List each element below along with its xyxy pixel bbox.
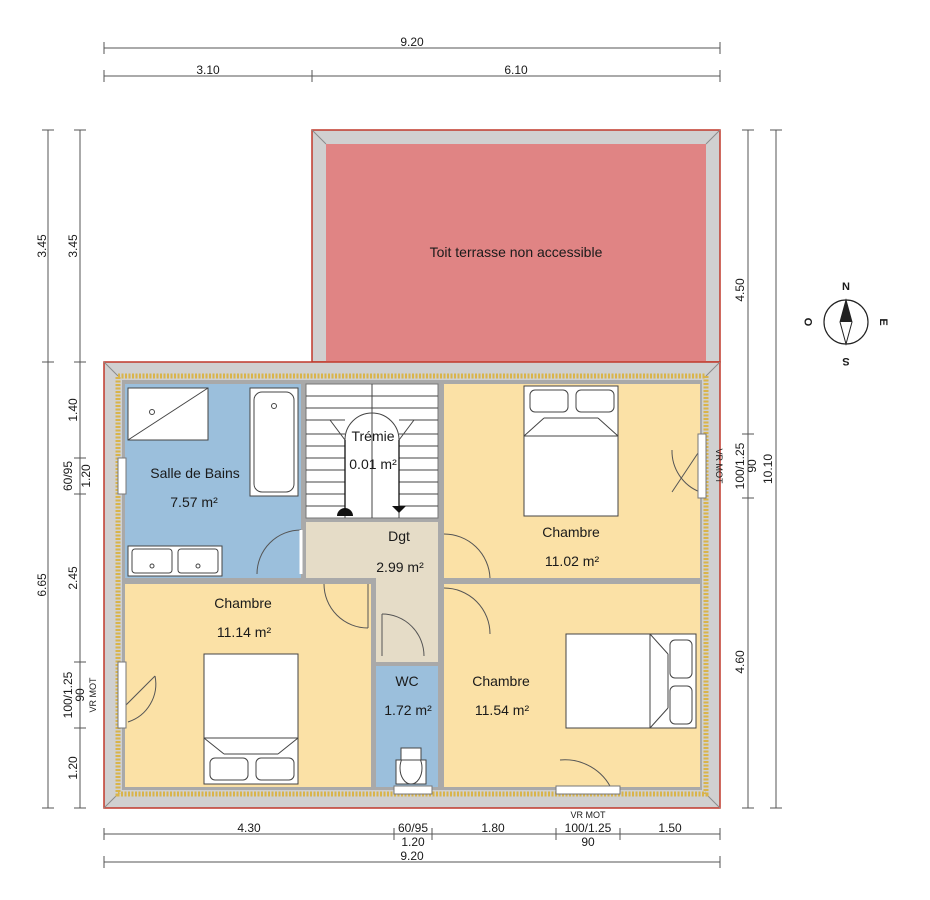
outer-wall-outline (103, 361, 721, 809)
stair-void-name: Trémie (351, 428, 394, 444)
bottom-vr-mot-label: VR MOT (571, 810, 607, 820)
staircase (305, 383, 439, 519)
wc-area: 1.72 m² (384, 702, 432, 718)
compass-west: O (803, 317, 815, 326)
dim-right-total: 10.10 (761, 454, 775, 484)
dim-right-inner-top: 4.50 (733, 278, 747, 302)
bedroom-ne-window-swing (671, 449, 701, 493)
dim-top-left: 3.10 (196, 63, 220, 77)
bathroom-area: 7.57 m² (170, 494, 218, 510)
dim-left-window-2: 100/1.25 (61, 671, 75, 718)
bedroom-se-door (443, 587, 491, 635)
bathroom-window (117, 457, 127, 495)
compass-rose-icon: N S E O (803, 281, 889, 367)
dim-bottom-window-2: 100/1.25 (565, 821, 612, 835)
bedroom-sw-window-swing (124, 675, 156, 707)
compass-south: S (842, 355, 849, 367)
dim-bottom-window-1-b: 1.20 (401, 835, 425, 849)
terrace-label: Toit terrasse non accessible (430, 244, 603, 260)
wc-window (393, 785, 433, 795)
left-dimension-lines: 3.45 6.65 3.45 1.40 60/95 1.20 2.45 100/… (35, 129, 98, 809)
dim-right-inner-bottom: 4.60 (733, 650, 747, 674)
bedroom-se-window (555, 785, 621, 795)
dim-left-inner-top: 3.45 (66, 234, 80, 258)
dim-left-window-2-b: 90 (73, 688, 87, 702)
bathroom-door (256, 529, 302, 575)
bedroom-sw-door (323, 583, 369, 629)
hallway-floor-top (306, 522, 438, 578)
compass-north: N (842, 281, 850, 293)
terrace-fill (326, 144, 706, 362)
dim-bottom-2: 1.80 (481, 821, 505, 835)
dim-bottom-3: 1.50 (658, 821, 682, 835)
double-bed-se (565, 633, 697, 729)
dim-left-window-1: 60/95 (61, 461, 75, 491)
dim-bottom-window-1: 60/95 (398, 821, 428, 835)
bedroom-se-window-swing (559, 759, 613, 791)
double-bed-sw (203, 653, 299, 785)
dim-left-outer-bottom: 6.65 (35, 573, 49, 597)
dim-top-right: 6.10 (504, 63, 528, 77)
left-vr-mot-label: VR MOT (88, 677, 98, 713)
dim-left-outer-top: 3.45 (35, 234, 49, 258)
stair-void-area: 0.01 m² (349, 456, 397, 472)
bathtub (249, 387, 299, 497)
dim-left-window-1-b: 1.20 (79, 464, 93, 488)
bedroom-ne-window (697, 433, 707, 499)
hallway-area: 2.99 m² (376, 559, 424, 575)
double-bed-ne (523, 385, 619, 517)
bedroom-sw-name: Chambre (214, 595, 272, 611)
double-sink (127, 545, 223, 577)
bedroom-ne-door (443, 533, 491, 579)
hallway-name: Dgt (388, 528, 410, 544)
bedroom-se-area: 11.54 m² (475, 702, 530, 718)
dim-top-total: 9.20 (400, 35, 424, 49)
bedroom-se-name: Chambre (472, 673, 530, 689)
bedroom-ne-name: Chambre (542, 524, 600, 540)
dim-bottom-1: 4.30 (237, 821, 261, 835)
toilet (395, 747, 427, 785)
dim-left-inner-1: 1.40 (66, 398, 80, 422)
wc-door (381, 613, 425, 657)
bedroom-ne-area: 11.02 m² (545, 553, 600, 569)
bedroom-sw-area: 11.14 m² (217, 624, 272, 640)
dim-right-window: 100/1.25 (733, 442, 747, 489)
bathroom-name: Salle de Bains (150, 465, 240, 481)
bottom-dimension-lines: 4.30 60/95 1.20 1.80 VR MOT 100/1.25 90 … (103, 810, 721, 868)
dim-left-inner-3: 1.20 (66, 756, 80, 780)
hallway-floor-bottom (376, 578, 438, 662)
wc-name: WC (395, 673, 418, 689)
top-dimension-lines: 9.20 3.10 6.10 (103, 35, 721, 82)
terrace-area: Toit terrasse non accessible (311, 129, 721, 363)
right-vr-mot-label: VR MOT (714, 449, 724, 485)
dim-left-inner-2: 2.45 (66, 566, 80, 590)
dim-bottom-total: 9.20 (400, 849, 424, 863)
bedroom-sw-window (117, 661, 127, 729)
shower-tray (127, 387, 209, 441)
right-dimension-lines: 4.50 100/1.25 90 VR MOT 4.60 10.10 (714, 129, 782, 809)
compass-east: E (877, 318, 889, 325)
dim-right-window-b: 90 (745, 459, 759, 473)
dim-bottom-window-2-b: 90 (581, 835, 595, 849)
